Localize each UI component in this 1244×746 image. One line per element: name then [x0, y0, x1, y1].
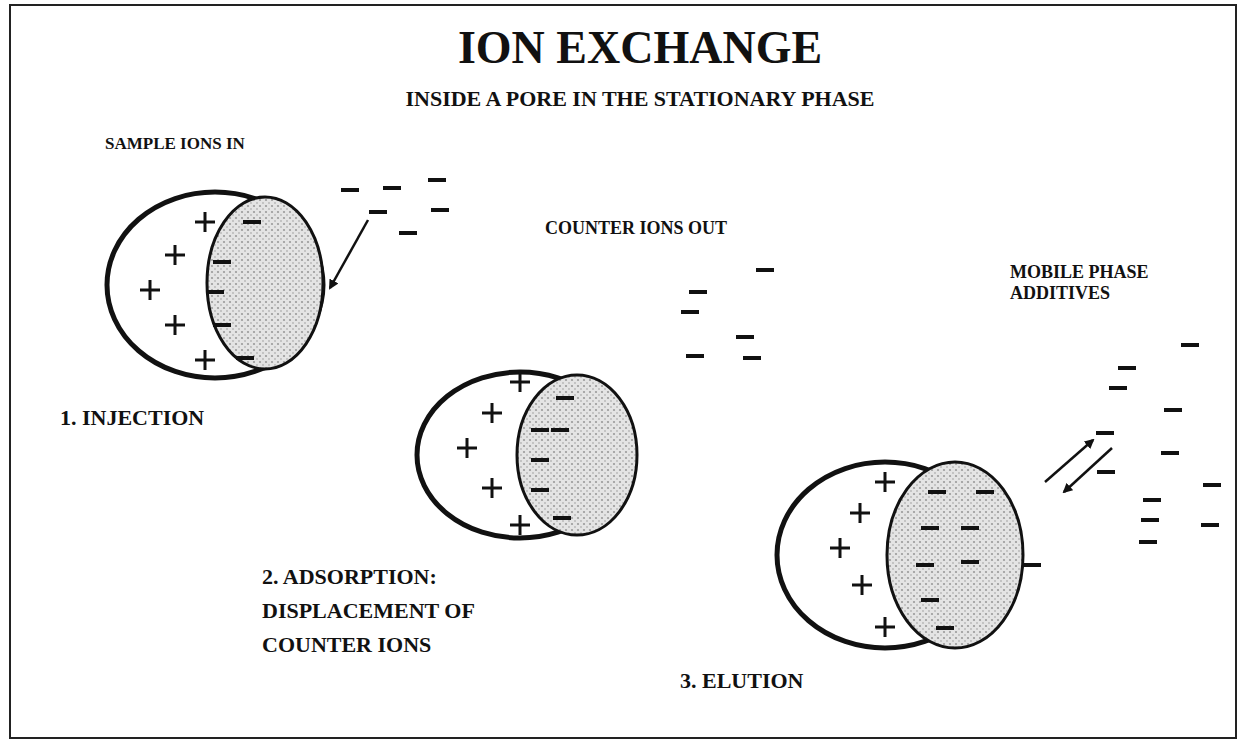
title: ION EXCHANGE: [458, 22, 822, 75]
pore-adsorption: [417, 372, 637, 538]
sample-ions: [330, 180, 449, 288]
exchange-arrows: [1045, 440, 1112, 492]
subtitle: INSIDE A PORE IN THE STATIONARY PHASE: [405, 86, 874, 111]
step-label: 3. ELUTION: [680, 668, 803, 693]
counter-ions-label: COUNTER IONS OUT: [545, 218, 727, 239]
step-label: 1. INJECTION: [60, 405, 204, 430]
frame: [10, 5, 1236, 738]
mobile-phase-label: MOBILE PHASE ADDITIVES: [1010, 262, 1200, 303]
step-label: 2. ADSORPTION: DISPLACEMENT OF COUNTER I…: [262, 560, 552, 662]
counter-ions: [681, 270, 774, 358]
pore-injection: [107, 192, 323, 378]
mobile-phase-ions: [1096, 345, 1221, 542]
sample-ions-label: SAMPLE IONS IN: [105, 134, 245, 154]
pore-elution: [777, 462, 1041, 648]
